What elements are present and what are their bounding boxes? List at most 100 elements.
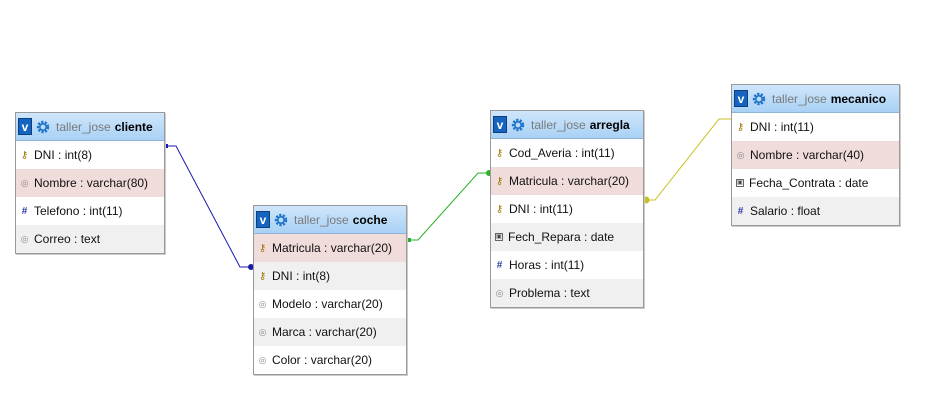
column-name: Horas	[509, 258, 542, 272]
key-icon: ⚷	[258, 242, 267, 254]
column-type: int(11)	[539, 202, 573, 216]
key-icon: ⚷	[495, 203, 504, 215]
column-name: Color	[272, 353, 301, 367]
database-name: taller_jose	[531, 117, 586, 132]
column-row[interactable]: ◎Nombre : varchar(40)	[732, 141, 899, 169]
text-field-icon: ◎	[258, 326, 267, 337]
column-row[interactable]: ⚷ Cod_Averia : int(11)	[491, 139, 643, 167]
column-type: int(11)	[581, 146, 615, 160]
column-name: Correo	[34, 232, 71, 246]
text-field-icon: ◎	[736, 149, 745, 160]
column-separator: :	[835, 176, 846, 190]
gear-icon[interactable]	[511, 118, 525, 132]
column-name: Fecha_Contrata	[749, 176, 836, 190]
text-field-icon: ◎	[258, 354, 267, 365]
table-name: coche	[352, 212, 388, 227]
column-name: Cod_Averia	[509, 146, 572, 160]
column-name: Telefono	[34, 204, 80, 218]
column-row[interactable]: ◎ Correo : text	[16, 225, 164, 253]
database-name: taller_jose	[772, 91, 827, 106]
date-icon: ▣	[495, 233, 503, 241]
column-type: varchar(40)	[802, 148, 865, 162]
column-row[interactable]: ⚷DNI : int(11)	[732, 113, 899, 141]
gear-icon[interactable]	[36, 120, 50, 134]
column-separator: :	[76, 176, 87, 190]
database-name: taller_jose	[294, 212, 349, 227]
key-icon: ⚷	[495, 147, 504, 159]
date-icon: ▣	[736, 179, 744, 187]
column-separator: :	[54, 148, 65, 162]
column-type: varchar(20)	[330, 241, 393, 255]
column-separator: :	[70, 232, 81, 246]
column-name: Matricula	[272, 241, 321, 255]
numeric-icon: #	[496, 259, 503, 271]
column-type: float	[797, 204, 821, 218]
column-row[interactable]: ◎Color : varchar(20)	[254, 346, 406, 374]
column-name: DNI	[34, 148, 55, 162]
column-row[interactable]: ▣Fech_Repara : date	[491, 223, 643, 251]
column-name: Problema	[509, 286, 561, 300]
collapse-toggle-button[interactable]: v	[18, 118, 32, 135]
column-separator: :	[320, 241, 331, 255]
table-name: cliente	[114, 119, 153, 134]
column-separator: :	[79, 204, 90, 218]
column-row[interactable]: ◎Marca : varchar(20)	[254, 318, 406, 346]
column-name: Nombre	[34, 176, 77, 190]
database-name: taller_jose	[56, 119, 111, 134]
gear-icon[interactable]	[274, 213, 288, 227]
collapse-toggle-button[interactable]: v	[256, 211, 270, 228]
table-name: mecanico	[830, 91, 887, 106]
collapse-toggle-button[interactable]: v	[493, 116, 507, 133]
column-separator: :	[787, 204, 798, 218]
column-type: int(11)	[551, 258, 585, 272]
column-type: date	[590, 230, 615, 244]
column-type: int(11)	[89, 204, 123, 218]
column-name: Matricula	[509, 174, 558, 188]
column-row[interactable]: ⚷DNI : int(8)	[16, 141, 164, 169]
column-row[interactable]: # Horas : int(11)	[491, 251, 643, 279]
column-row[interactable]: ⚷ Matricula : varchar(20)	[254, 234, 406, 262]
column-row[interactable]: ⚷DNI : int(8)	[254, 262, 406, 290]
column-row[interactable]: #Telefono : int(11)	[16, 197, 164, 225]
column-name: DNI	[509, 202, 530, 216]
collapse-toggle-button[interactable]: v	[734, 90, 748, 107]
column-name: Nombre	[750, 148, 793, 162]
column-name: Fech_Repara	[508, 230, 581, 244]
column-name: Salario	[750, 204, 788, 218]
column-name: Modelo	[272, 297, 312, 311]
column-type: varchar(80)	[86, 176, 149, 190]
column-name: Marca	[272, 325, 306, 339]
column-row[interactable]: ⚷Matricula : varchar(20)	[491, 167, 643, 195]
column-row[interactable]: #Salario : float	[732, 197, 899, 225]
column-type: int(8)	[64, 148, 93, 162]
column-type: date	[845, 176, 869, 190]
column-separator: :	[560, 286, 571, 300]
text-field-icon: ◎	[20, 233, 29, 244]
column-row[interactable]: ◎Modelo : varchar(20)	[254, 290, 406, 318]
column-type: text	[80, 232, 101, 246]
column-row[interactable]: ▣ Fecha_Contrata : date	[732, 169, 899, 197]
column-type: int(8)	[302, 269, 331, 283]
column-separator: :	[300, 353, 311, 367]
column-separator: :	[571, 146, 582, 160]
column-separator: :	[541, 258, 552, 272]
relation-line-coche-arregla	[406, 172, 490, 241]
column-row[interactable]: ⚷DNI : int(11)	[491, 195, 643, 223]
column-name: DNI	[272, 269, 293, 283]
text-field-icon: ◎	[20, 177, 29, 188]
column-row[interactable]: ◎Problema : text	[491, 279, 643, 307]
relation-line-arregla-mecanico	[643, 118, 731, 201]
column-separator: :	[311, 297, 322, 311]
gear-icon[interactable]	[752, 92, 766, 106]
relation-line-cliente-coche	[164, 145, 252, 268]
column-type: varchar(20)	[321, 297, 383, 311]
column-row[interactable]: ◎ Nombre : varchar(80)	[16, 169, 164, 197]
